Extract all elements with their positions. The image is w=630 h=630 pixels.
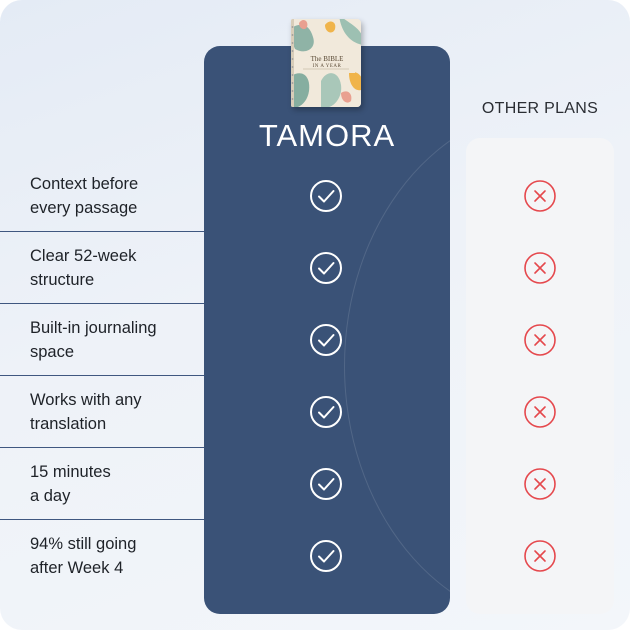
row-label-6-line1: 94% still going [30, 535, 137, 553]
check-icon [310, 324, 342, 356]
row-divider [0, 303, 204, 304]
row-divider [0, 375, 204, 376]
check-icon [310, 252, 342, 284]
book-cover-title-line1: The BIBLE [310, 55, 344, 63]
row-label-5-line2: a day [30, 487, 71, 505]
x-icon [524, 540, 556, 572]
row-divider [0, 231, 204, 232]
row-label-1-line1: Context before [30, 175, 139, 193]
book-cover-title-line2: IN A YEAR [312, 64, 342, 69]
brand-column [204, 46, 450, 614]
row-label-4: Works with any translation [30, 388, 200, 436]
row-label-6-line2: after Week 4 [30, 559, 124, 577]
row-label-5: 15 minutes a day [30, 460, 200, 508]
row-label-6: 94% still going after Week 4 [30, 532, 200, 580]
row-label-3-line1: Built-in journaling [30, 319, 157, 337]
other-plans-column-title: OTHER PLANS [481, 100, 599, 117]
row-label-4-line1: Works with any [30, 391, 142, 409]
row-label-1-line2: every passage [30, 199, 138, 217]
row-label-4-line2: translation [30, 415, 107, 433]
row-label-2-line2: structure [30, 271, 95, 289]
check-icon [310, 468, 342, 500]
check-icon [310, 540, 342, 572]
book-cover-title: The BIBLE IN A YEAR [299, 55, 355, 71]
x-icon [524, 468, 556, 500]
other-plans-column [466, 138, 614, 614]
x-icon [524, 396, 556, 428]
x-icon [524, 180, 556, 212]
row-label-2: Clear 52-week structure [30, 244, 200, 292]
row-divider [0, 447, 204, 448]
x-icon [524, 252, 556, 284]
row-label-1: Context before every passage [30, 172, 200, 220]
row-label-2-line1: Clear 52-week [30, 247, 137, 265]
row-label-3: Built-in journaling space [30, 316, 200, 364]
x-icon [524, 324, 556, 356]
book-cover-icon: The BIBLE IN A YEAR [291, 19, 361, 107]
brand-column-title: TAMORA [258, 118, 396, 153]
row-divider [0, 519, 204, 520]
check-icon [310, 396, 342, 428]
row-label-5-line1: 15 minutes [30, 463, 111, 481]
decorative-arc [344, 106, 450, 614]
check-icon [310, 180, 342, 212]
row-label-3-line2: space [30, 343, 75, 361]
